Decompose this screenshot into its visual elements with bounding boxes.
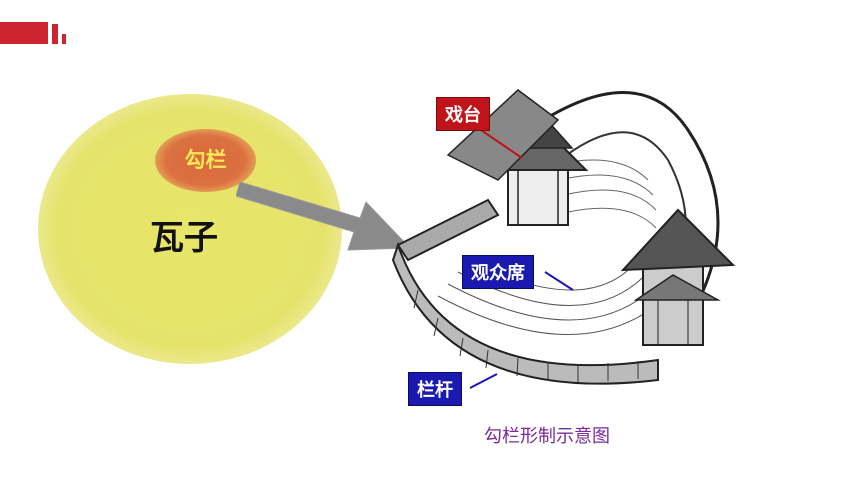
header-accent-tick-small <box>62 34 66 44</box>
goulan-theater-illustration <box>391 89 736 385</box>
header-accent-tick <box>52 24 58 44</box>
audience-seats-label: 观众席 <box>462 255 534 289</box>
pointer-arrow <box>236 181 412 251</box>
goulan-highlight <box>155 129 256 192</box>
header-accent-bar <box>0 22 48 44</box>
wazi-label: 瓦子 <box>150 218 218 258</box>
goulan-label: 勾栏 <box>184 148 227 172</box>
railing-label: 栏杆 <box>408 372 462 406</box>
stage-label: 戏台 <box>436 97 490 131</box>
figure-caption: 勾栏形制示意图 <box>484 426 610 447</box>
